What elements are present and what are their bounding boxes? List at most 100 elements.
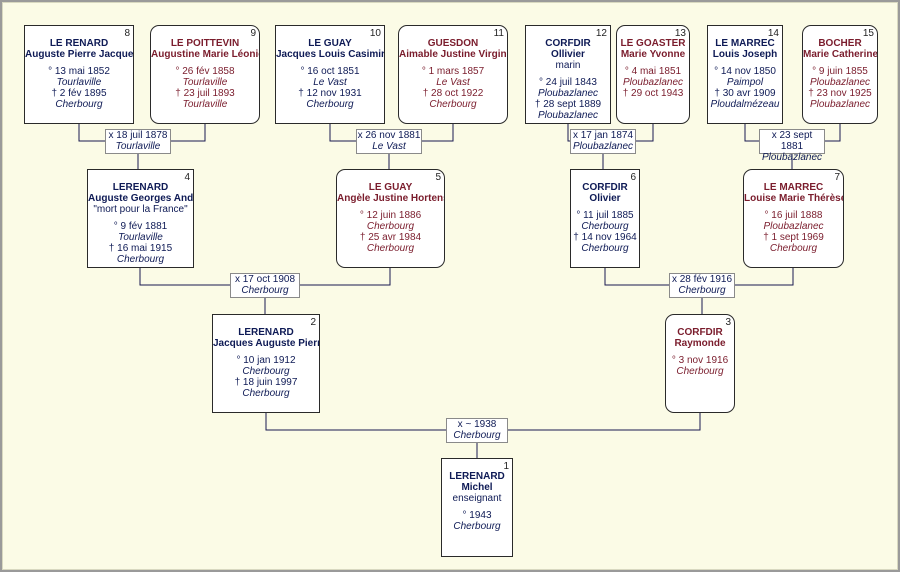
- birth-place: Paimpol: [726, 77, 764, 88]
- death-place: Ploudalmézeau: [710, 99, 780, 110]
- death-date: † 30 avr 1909: [714, 88, 776, 99]
- birth-place: Cherbourg: [366, 221, 415, 232]
- birth-date: ° 13 mai 1852: [48, 66, 110, 77]
- sosa-number: 14: [767, 28, 779, 39]
- death-place: Cherbourg: [55, 99, 103, 110]
- marriage-place: Tourlaville: [115, 141, 161, 152]
- connector-line: [139, 268, 230, 286]
- marriage-place: Cherbourg: [241, 285, 289, 296]
- birth-place: Le Vast: [313, 77, 347, 88]
- person-surname: LE GUAY: [368, 182, 413, 193]
- person-surname: LE GOASTER: [620, 38, 686, 49]
- sosa-number: 1: [503, 461, 509, 472]
- person-given-names: Jacques Auguste Pierre: [213, 338, 320, 349]
- person-given-names: Marie Yvonne: [620, 49, 686, 60]
- birth-place: Ploubazlanec: [622, 77, 684, 88]
- person-surname: BOCHER: [818, 38, 862, 49]
- person-given-names: Angèle Justine Hortense: [337, 193, 445, 204]
- birth-date: ° 11 juil 1885: [576, 210, 634, 221]
- person-surname: LE MARREC: [763, 182, 824, 193]
- person-given-names: Louise Marie Thérèse: [744, 193, 844, 204]
- connector-line: [825, 124, 841, 142]
- person-given-names: Ollivier: [551, 49, 585, 60]
- marriage-date: x 18 juil 1878: [108, 130, 168, 141]
- person-surname: LE GUAY: [308, 38, 352, 49]
- marriage-date: x 17 jan 1874: [572, 130, 634, 141]
- birth-place: Cherbourg: [453, 521, 501, 532]
- person-surname: LERENARD: [112, 182, 169, 193]
- birth-date: ° 12 juin 1886: [359, 210, 422, 221]
- death-place: Ploubazlanec: [809, 99, 871, 110]
- sosa-number: 13: [674, 28, 686, 39]
- death-date: † 28 oct 1922: [422, 88, 484, 99]
- death-place: Cherbourg: [769, 243, 818, 254]
- person-surname: LE RENARD: [49, 38, 109, 49]
- connector-line: [78, 124, 105, 142]
- death-place: Cherbourg: [116, 254, 165, 265]
- sosa-number: 12: [595, 28, 607, 39]
- marriage-date: x 17 oct 1908: [234, 274, 296, 285]
- death-place: Cherbourg: [306, 99, 354, 110]
- birth-date: ° 26 fév 1858: [175, 66, 235, 77]
- death-date: † 23 juil 1893: [175, 88, 235, 99]
- person-given-names: Aimable Justine Virginie: [399, 49, 508, 60]
- sosa-number: 3: [725, 317, 731, 328]
- connector-line: [329, 124, 356, 142]
- death-place: Tourlaville: [182, 99, 228, 110]
- sosa-number: 9: [250, 28, 256, 39]
- connector-line: [300, 268, 391, 286]
- person-given-names: Augustine Marie Léonie: [151, 49, 260, 60]
- sosa-number: 6: [630, 172, 636, 183]
- marriage-place: Ploubazlanec: [572, 141, 634, 152]
- person-surname: LERENARD: [449, 471, 505, 482]
- death-date: † 16 mai 1915: [108, 243, 173, 254]
- connector-line: [567, 124, 570, 142]
- birth-date: ° 24 juil 1843: [539, 77, 597, 88]
- person-surname: CORFDIR: [582, 182, 628, 193]
- person-info: marin: [555, 60, 581, 71]
- death-place: Cherbourg: [242, 388, 290, 399]
- person-given-names: Auguste Pierre Jacques: [25, 49, 134, 60]
- person-surname: LE POITTEVIN: [170, 38, 240, 49]
- birth-place: Cherbourg: [676, 366, 724, 377]
- marriage-place: Cherbourg: [453, 430, 501, 441]
- death-date: † 25 avr 1984: [359, 232, 422, 243]
- sosa-number: 5: [435, 172, 441, 183]
- death-date: † 28 sept 1889: [534, 99, 602, 110]
- connector-line: [508, 413, 701, 431]
- connector-line: [604, 268, 669, 286]
- marriage-date: x 26 nov 1881: [357, 130, 421, 141]
- birth-date: ° 4 mai 1851: [624, 66, 682, 77]
- person-info: enseignant: [452, 493, 502, 504]
- person-given-names: Michel: [461, 482, 493, 493]
- birth-date: ° 16 juil 1888: [764, 210, 823, 221]
- birth-date: ° 3 nov 1916: [671, 355, 729, 366]
- death-date: † 18 juin 1997: [234, 377, 298, 388]
- connector-line: [735, 268, 794, 286]
- sosa-number: 7: [834, 172, 840, 183]
- person-given-names: Raymonde: [674, 338, 726, 349]
- connector-line: [171, 124, 206, 142]
- death-date: † 2 fév 1895: [51, 88, 107, 99]
